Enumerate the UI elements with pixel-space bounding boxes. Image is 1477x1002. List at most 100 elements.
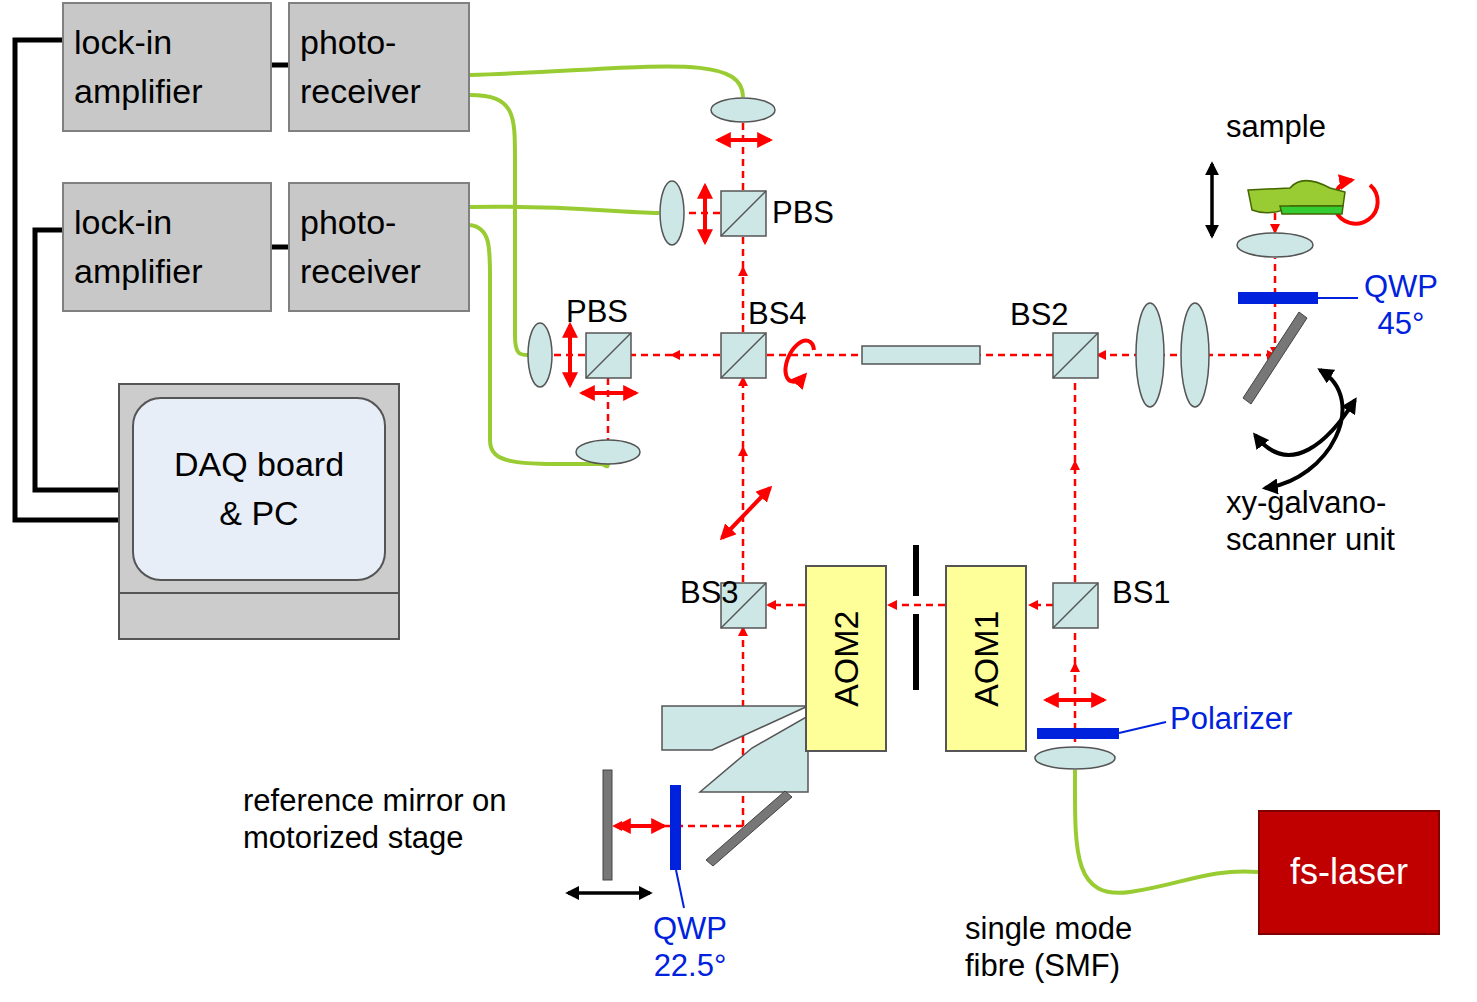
beam-splitter-cube bbox=[721, 191, 766, 236]
mirror bbox=[603, 770, 792, 880]
polarization-arrow bbox=[785, 341, 814, 382]
polarization-arrow bbox=[618, 824, 664, 828]
galvo-mirror bbox=[1243, 312, 1307, 404]
laser-beam bbox=[742, 378, 745, 448]
monitor-base-line bbox=[119, 592, 399, 594]
sample bbox=[1248, 180, 1345, 214]
laser-beam bbox=[889, 604, 945, 607]
part-label: PBS bbox=[566, 293, 646, 330]
monitor-case bbox=[119, 384, 399, 639]
signal-cable bbox=[272, 63, 288, 68]
laser-beam bbox=[1030, 604, 1053, 607]
laser-beam bbox=[1074, 378, 1077, 462]
instrument-box: lock-in amplifier bbox=[62, 2, 272, 132]
wave-plate bbox=[1238, 292, 1318, 304]
beam-splitter-cube bbox=[586, 333, 631, 378]
leader-line bbox=[676, 870, 684, 908]
wave-plate bbox=[670, 292, 1318, 870]
part-label: reference mirror on motorized stage bbox=[243, 782, 563, 856]
laser-beam bbox=[1274, 258, 1277, 355]
node-label: photo-receiver bbox=[300, 198, 458, 297]
lens bbox=[1181, 303, 1209, 407]
node-label: photo-receiver bbox=[300, 18, 458, 117]
laser-beam bbox=[607, 378, 610, 440]
lens bbox=[1035, 747, 1115, 769]
motion-arrow bbox=[568, 891, 650, 895]
beam-splitter-cube bbox=[721, 333, 766, 378]
beam-splitter-cube bbox=[586, 333, 631, 378]
leader-line bbox=[1318, 297, 1358, 299]
part-label: BS4 bbox=[748, 295, 828, 332]
lens bbox=[528, 98, 1313, 769]
polarization-arrow bbox=[582, 391, 636, 395]
aperture bbox=[913, 614, 919, 690]
leader-line bbox=[1119, 722, 1166, 733]
galvo-mirror bbox=[1243, 312, 1307, 404]
laser-box: fs-laser bbox=[1258, 810, 1440, 935]
node-label: fs-laser bbox=[1290, 846, 1408, 898]
monitor-screen bbox=[133, 398, 385, 580]
node-label: lock-in amplifier bbox=[74, 18, 260, 117]
beam-splitter-cube bbox=[1053, 583, 1098, 628]
lens bbox=[528, 323, 552, 387]
wedge-prism-pair bbox=[700, 716, 808, 792]
part-label: single mode fibre (SMF) bbox=[965, 910, 1160, 984]
laser-beam bbox=[685, 212, 720, 215]
aperture bbox=[913, 545, 919, 596]
beam-splitter-cube bbox=[586, 191, 1098, 628]
computer-monitor: DAQ board & PC bbox=[118, 383, 400, 640]
node-label: AOM2 bbox=[821, 610, 870, 706]
beam-splitter-cube bbox=[1053, 333, 1098, 378]
polarization-arrow bbox=[718, 138, 770, 142]
mirror bbox=[603, 770, 612, 880]
part-label: QWP 45° bbox=[1360, 268, 1442, 342]
mirror bbox=[706, 791, 792, 866]
galvo-motion-arrow bbox=[1255, 370, 1355, 488]
lens bbox=[576, 440, 640, 464]
node-label: lock-in amplifier bbox=[74, 198, 260, 297]
laser-beam bbox=[742, 122, 745, 190]
optical-fibre bbox=[470, 66, 1258, 892]
polarization-arrow bbox=[703, 186, 707, 242]
motion-arrow bbox=[568, 164, 1212, 893]
part-label: PBS bbox=[772, 194, 852, 231]
part-label: BS1 bbox=[1112, 574, 1192, 611]
part-label: sample bbox=[1226, 108, 1356, 145]
node-label: DAQ board & PC bbox=[159, 440, 359, 539]
part-label: QWP 22.5° bbox=[640, 910, 740, 984]
laser-beam bbox=[631, 354, 672, 357]
beam-splitter-cube bbox=[1053, 583, 1098, 628]
beam-splitter-cube bbox=[721, 191, 766, 236]
lens bbox=[1237, 233, 1313, 257]
part-label: BS2 bbox=[1010, 296, 1090, 333]
polarization-arrow bbox=[568, 325, 572, 385]
beam-splitter-cube bbox=[1053, 333, 1098, 378]
polarization-arrow bbox=[1046, 698, 1104, 702]
part-label: Polarizer bbox=[1170, 700, 1320, 737]
screen-area: DAQ board & PC bbox=[133, 398, 385, 580]
motion-arrow bbox=[1210, 164, 1214, 236]
laser-beam bbox=[742, 268, 745, 332]
lens bbox=[711, 98, 775, 122]
fibre-rod bbox=[862, 346, 980, 364]
part-label: xy-galvano-scanner unit bbox=[1226, 484, 1474, 558]
instrument-box: photo-receiver bbox=[288, 182, 470, 312]
polarization-arrow bbox=[722, 488, 770, 538]
optical-fibre bbox=[470, 207, 659, 213]
node-label: AOM1 bbox=[961, 610, 1010, 706]
sample bbox=[1280, 206, 1343, 214]
optical-fibre bbox=[470, 95, 528, 355]
instrument-box: photo-receiver bbox=[288, 2, 470, 132]
wave-plate bbox=[670, 785, 681, 870]
leader-line bbox=[676, 298, 1358, 908]
wedge-prism-pair bbox=[662, 706, 808, 792]
laser-beam bbox=[768, 604, 805, 607]
instrument-box: lock-in amplifier bbox=[62, 182, 272, 312]
part-label: BS3 bbox=[680, 574, 750, 611]
aom-box: AOM1 bbox=[945, 565, 1027, 752]
aom-box: AOM2 bbox=[805, 565, 887, 752]
galvo-motion-arrow bbox=[1265, 370, 1342, 488]
lens bbox=[1136, 303, 1164, 407]
polarization-arrow bbox=[570, 140, 1378, 826]
